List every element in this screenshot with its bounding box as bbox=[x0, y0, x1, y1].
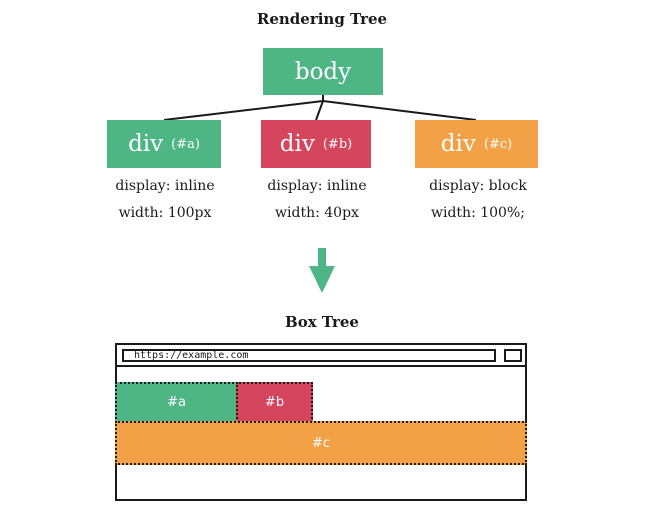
address-bar[interactable]: https://example.com bbox=[122, 349, 496, 362]
props-div-b-width: width: 40px bbox=[275, 205, 359, 221]
box-c: #c bbox=[115, 421, 527, 465]
window-control-icon[interactable] bbox=[504, 349, 522, 362]
node-div-c-label: div bbox=[440, 131, 476, 157]
browser-window: https://example.com #a #b #c bbox=[115, 343, 527, 501]
box-tree-title: Box Tree bbox=[285, 313, 359, 331]
props-div-b-display: display: inline bbox=[267, 178, 367, 194]
node-div-a-id: (#a) bbox=[171, 136, 200, 152]
node-div-b: div (#b) bbox=[261, 120, 371, 168]
rendering-tree-title: Rendering Tree bbox=[256, 10, 388, 28]
box-b-label: #b bbox=[264, 395, 285, 410]
props-div-c-display: display: block bbox=[429, 178, 527, 194]
node-div-c-id: (#c) bbox=[483, 136, 513, 152]
box-a-label: #a bbox=[167, 395, 186, 410]
connector-to-div-b bbox=[315, 100, 324, 121]
props-div-a: display: inline width: 100px bbox=[98, 173, 232, 227]
node-div-b-label: div bbox=[279, 131, 315, 157]
props-div-c-width: width: 100%; bbox=[431, 205, 525, 221]
box-a: #a bbox=[115, 382, 238, 423]
connector-to-div-c bbox=[322, 100, 477, 121]
node-body: body bbox=[263, 48, 383, 95]
connector-to-div-a bbox=[163, 100, 324, 121]
props-div-c: display: block width: 100%; bbox=[407, 173, 549, 227]
node-div-a: div (#a) bbox=[107, 120, 221, 168]
down-arrow-icon bbox=[309, 248, 335, 293]
node-body-label: body bbox=[294, 58, 352, 85]
node-div-b-id: (#b) bbox=[322, 136, 353, 152]
node-div-c: div (#c) bbox=[415, 120, 538, 168]
box-c-label: #c bbox=[311, 435, 331, 451]
props-div-a-width: width: 100px bbox=[118, 205, 212, 221]
props-div-b: display: inline width: 40px bbox=[250, 173, 384, 227]
box-b: #b bbox=[236, 382, 313, 423]
node-div-a-label: div bbox=[128, 131, 164, 157]
browser-toolbar-divider bbox=[117, 365, 525, 367]
props-div-a-display: display: inline bbox=[115, 178, 215, 194]
